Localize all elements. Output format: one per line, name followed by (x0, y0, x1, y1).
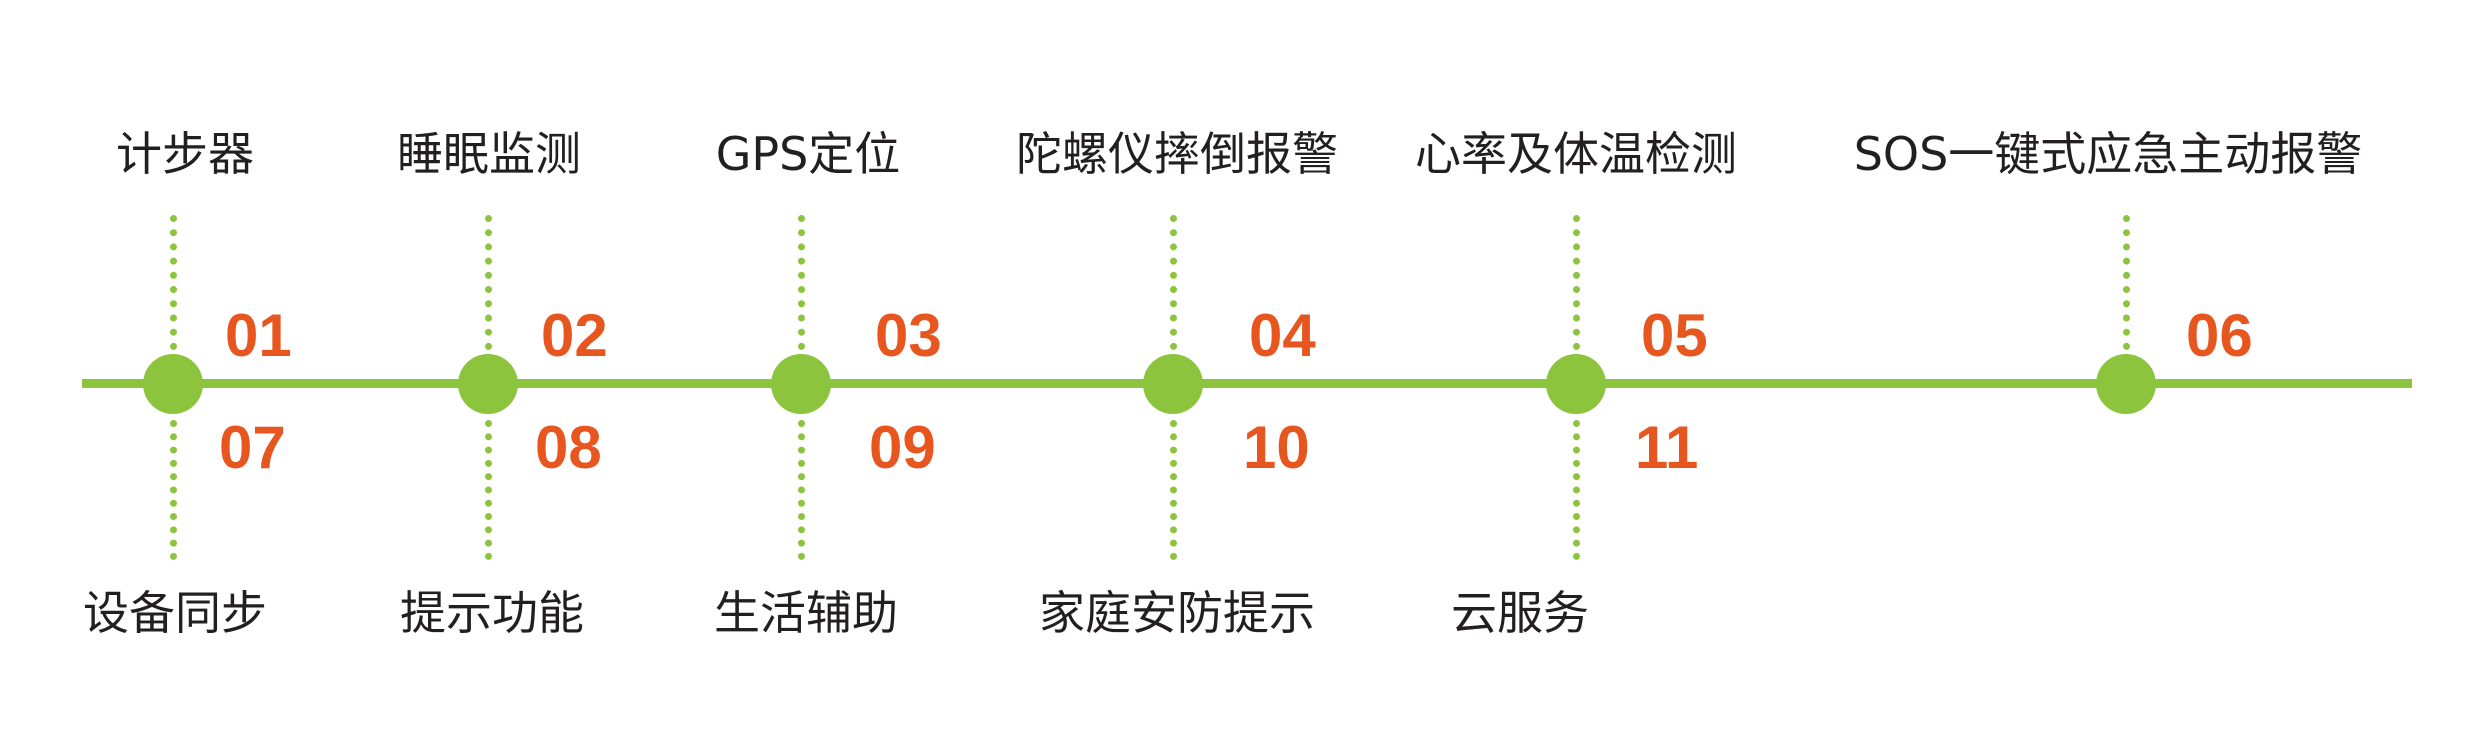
connector-down (1573, 420, 1580, 560)
feature-label: 设备同步 (83, 586, 267, 640)
timeline-node (458, 354, 518, 414)
feature-number: 11 (1635, 414, 1699, 481)
feature-label: 生活辅助 (714, 586, 898, 640)
connector-up (798, 215, 805, 350)
feature-number: 08 (535, 414, 602, 481)
feature-number: 02 (541, 302, 608, 369)
timeline-line (82, 379, 2412, 388)
timeline-node (771, 354, 831, 414)
connector-up (1170, 215, 1177, 350)
connector-up (170, 215, 177, 350)
timeline-node (2096, 354, 2156, 414)
feature-label: 睡眠监测 (397, 127, 581, 181)
connector-down (1170, 420, 1177, 560)
timeline-node (1546, 354, 1606, 414)
connector-up (2123, 215, 2130, 350)
feature-number: 04 (1249, 302, 1316, 369)
feature-label: GPS定位 (715, 127, 901, 181)
feature-label: 云服务 (1451, 586, 1589, 640)
feature-number: 07 (219, 414, 286, 481)
feature-label: 计步器 (116, 127, 254, 181)
feature-label: 提示功能 (400, 586, 584, 640)
feature-number: 05 (1641, 302, 1708, 369)
feature-number: 10 (1243, 414, 1310, 481)
feature-label: 家庭安防提示 (1039, 586, 1315, 640)
feature-number: 03 (875, 302, 942, 369)
connector-down (485, 420, 492, 560)
connector-up (1573, 215, 1580, 350)
connector-down (798, 420, 805, 560)
timeline-node (1143, 354, 1203, 414)
connector-down (170, 420, 177, 560)
feature-number: 06 (2186, 302, 2253, 369)
connector-up (485, 215, 492, 350)
feature-number: 01 (225, 302, 292, 369)
feature-number: 09 (869, 414, 936, 481)
feature-label: 陀螺仪摔倒报警 (1016, 127, 1338, 181)
timeline-node (143, 354, 203, 414)
feature-label: 心率及体温检测 (1415, 127, 1737, 181)
feature-label: SOS一键式应急主动报警 (1853, 127, 2363, 181)
